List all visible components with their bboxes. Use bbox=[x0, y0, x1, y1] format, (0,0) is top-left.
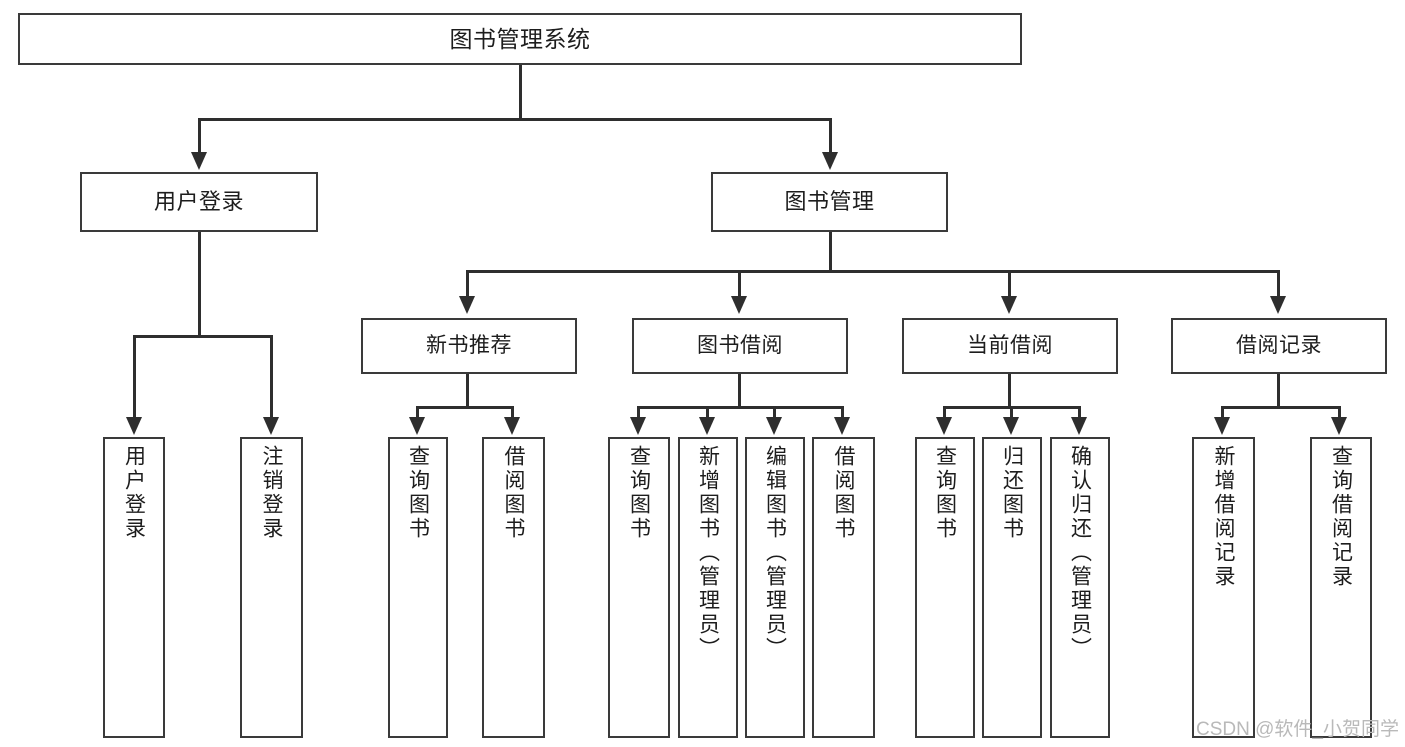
arrowhead-book-borrow bbox=[731, 296, 747, 314]
node-current-borrow-label: 当前借阅 bbox=[967, 333, 1053, 357]
connector-to-leaf-borrow-book-1 bbox=[511, 406, 514, 419]
connector-to-new-book-rec bbox=[466, 270, 469, 298]
node-leaf-add-book-label: 新增图书（管理员） bbox=[696, 445, 720, 661]
arrowhead-leaf-query-book-2 bbox=[630, 417, 646, 435]
connector-new-book-rec-bus bbox=[416, 406, 513, 409]
connector-book-borrow-bus bbox=[637, 406, 843, 409]
connector-to-leaf-borrow-book-2 bbox=[841, 406, 844, 419]
arrowhead-leaf-return-book bbox=[1003, 417, 1019, 435]
node-root-label: 图书管理系统 bbox=[449, 25, 591, 52]
connector-to-book-manage bbox=[829, 118, 832, 154]
connector-level2-bus bbox=[198, 118, 831, 121]
node-leaf-query-record-label: 查询借阅记录 bbox=[1329, 445, 1353, 589]
connector-borrow-record-bus bbox=[1221, 406, 1341, 409]
arrowhead-new-book-rec bbox=[459, 296, 475, 314]
node-leaf-query-book-1-label: 查询图书 bbox=[406, 445, 430, 541]
connector-to-borrow-record bbox=[1277, 270, 1280, 298]
connector-to-leaf-query-book-2 bbox=[637, 406, 640, 419]
node-leaf-user-login[interactable]: 用户登录 bbox=[103, 437, 165, 738]
connector-level3-bus bbox=[466, 270, 1279, 273]
csdn-watermark: CSDN @软件_小贺同学 bbox=[1196, 719, 1399, 740]
arrowhead-leaf-logout bbox=[263, 417, 279, 435]
node-leaf-query-book-2-label: 查询图书 bbox=[627, 445, 651, 541]
node-leaf-confirm-return-label: 确认归还（管理员） bbox=[1068, 445, 1092, 661]
node-borrow-record[interactable]: 借阅记录 bbox=[1171, 318, 1387, 374]
arrowhead-leaf-borrow-book-2 bbox=[834, 417, 850, 435]
connector-to-leaf-add-book bbox=[706, 406, 709, 419]
connector-to-leaf-confirm-return bbox=[1078, 406, 1081, 419]
node-leaf-borrow-book-2-label: 借阅图书 bbox=[832, 445, 855, 541]
node-book-manage-label: 图书管理 bbox=[784, 189, 875, 215]
node-book-manage[interactable]: 图书管理 bbox=[711, 172, 948, 232]
arrowhead-leaf-query-book-3 bbox=[936, 417, 952, 435]
connector-to-user-login bbox=[198, 118, 201, 154]
node-leaf-return-book[interactable]: 归还图书 bbox=[982, 437, 1042, 738]
arrowhead-leaf-add-record bbox=[1214, 417, 1230, 435]
connector-root-stem bbox=[519, 65, 522, 118]
connector-to-leaf-user-login bbox=[133, 335, 136, 419]
arrowhead-leaf-user-login bbox=[126, 417, 142, 435]
connector-new-book-rec-stem bbox=[466, 374, 469, 406]
arrowhead-book-manage bbox=[822, 152, 838, 170]
arrowhead-leaf-confirm-return bbox=[1071, 417, 1087, 435]
node-book-borrow[interactable]: 图书借阅 bbox=[632, 318, 848, 374]
node-borrow-record-label: 借阅记录 bbox=[1236, 333, 1322, 357]
node-leaf-user-login-label: 用户登录 bbox=[122, 445, 146, 541]
node-leaf-query-book-1[interactable]: 查询图书 bbox=[388, 437, 448, 738]
connector-to-leaf-add-record bbox=[1221, 406, 1224, 419]
connector-to-book-borrow bbox=[738, 270, 741, 298]
node-leaf-borrow-book-1-label: 借阅图书 bbox=[502, 445, 525, 541]
connector-to-leaf-logout bbox=[270, 335, 273, 419]
connector-to-leaf-query-book-1 bbox=[416, 406, 419, 419]
connector-to-leaf-query-book-3 bbox=[943, 406, 946, 419]
connector-book-manage-stem bbox=[829, 232, 832, 270]
connector-book-borrow-stem bbox=[738, 374, 741, 406]
node-new-book-rec[interactable]: 新书推荐 bbox=[361, 318, 577, 374]
arrowhead-leaf-add-book bbox=[699, 417, 715, 435]
node-leaf-confirm-return[interactable]: 确认归还（管理员） bbox=[1050, 437, 1110, 738]
node-leaf-edit-book-label: 编辑图书（管理员） bbox=[763, 445, 787, 661]
arrowhead-leaf-query-book-1 bbox=[409, 417, 425, 435]
connector-to-leaf-query-record bbox=[1338, 406, 1341, 419]
node-root[interactable]: 图书管理系统 bbox=[18, 13, 1022, 65]
node-leaf-query-book-3[interactable]: 查询图书 bbox=[915, 437, 975, 738]
connector-current-borrow-stem bbox=[1008, 374, 1011, 406]
node-user-login-label: 用户登录 bbox=[153, 189, 244, 215]
node-user-login[interactable]: 用户登录 bbox=[80, 172, 318, 232]
arrowhead-leaf-borrow-book-1 bbox=[504, 417, 520, 435]
arrowhead-leaf-query-record bbox=[1331, 417, 1347, 435]
node-leaf-logout[interactable]: 注销登录 bbox=[240, 437, 303, 738]
node-leaf-add-book[interactable]: 新增图书（管理员） bbox=[678, 437, 738, 738]
node-leaf-borrow-book-2[interactable]: 借阅图书 bbox=[812, 437, 875, 738]
node-book-borrow-label: 图书借阅 bbox=[697, 333, 783, 357]
node-new-book-rec-label: 新书推荐 bbox=[426, 333, 512, 357]
connector-borrow-record-stem bbox=[1277, 374, 1280, 406]
node-leaf-logout-label: 注销登录 bbox=[260, 445, 283, 541]
node-leaf-edit-book[interactable]: 编辑图书（管理员） bbox=[745, 437, 805, 738]
arrowhead-borrow-record bbox=[1270, 296, 1286, 314]
node-leaf-query-book-2[interactable]: 查询图书 bbox=[608, 437, 670, 738]
connector-user-login-stem bbox=[198, 232, 201, 335]
node-current-borrow[interactable]: 当前借阅 bbox=[902, 318, 1118, 374]
node-leaf-add-record-label: 新增借阅记录 bbox=[1212, 445, 1235, 589]
connector-to-current-borrow bbox=[1008, 270, 1011, 298]
node-leaf-query-book-3-label: 查询图书 bbox=[933, 445, 957, 541]
arrowhead-user-login bbox=[191, 152, 207, 170]
node-leaf-return-book-label: 归还图书 bbox=[1000, 445, 1024, 541]
node-leaf-borrow-book-1[interactable]: 借阅图书 bbox=[482, 437, 545, 738]
connector-to-leaf-edit-book bbox=[773, 406, 776, 419]
arrowhead-current-borrow bbox=[1001, 296, 1017, 314]
node-leaf-query-record[interactable]: 查询借阅记录 bbox=[1310, 437, 1372, 738]
connector-to-leaf-return-book bbox=[1010, 406, 1013, 419]
node-leaf-add-record[interactable]: 新增借阅记录 bbox=[1192, 437, 1255, 738]
connector-user-login-bus bbox=[133, 335, 270, 338]
arrowhead-leaf-edit-book bbox=[766, 417, 782, 435]
